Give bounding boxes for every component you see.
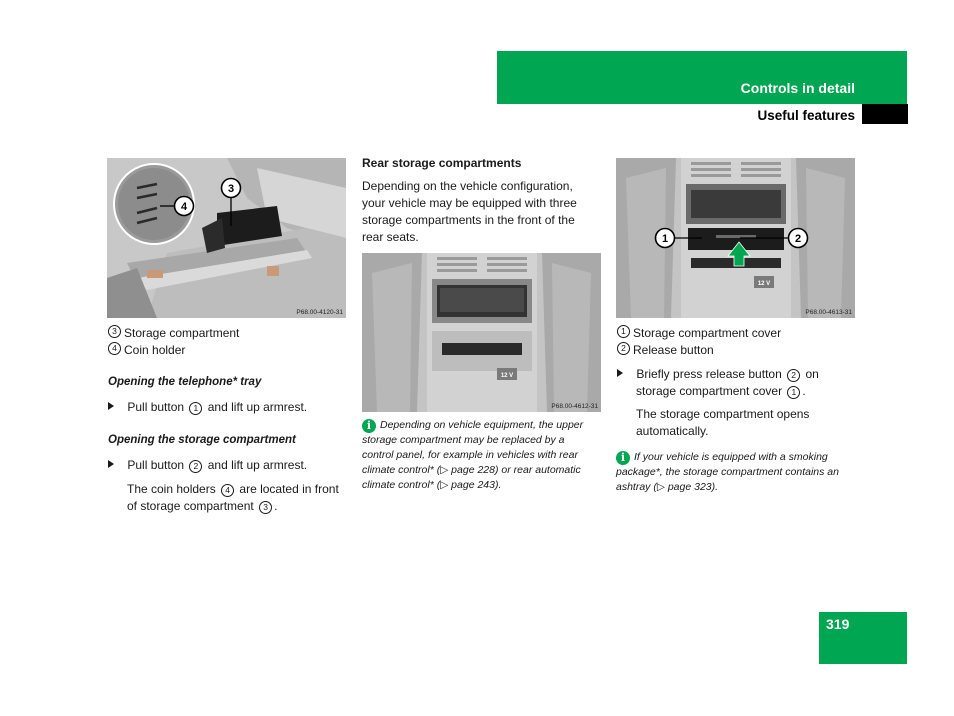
legend-num: 3 — [108, 325, 121, 338]
step-release-button: Briefly press release button 2 on storag… — [617, 366, 857, 400]
legend-text: Storage compartment cover — [633, 326, 782, 340]
legend-num: 2 — [617, 342, 630, 355]
step-storage-compartment: Pull button 2 and lift up armrest. — [108, 457, 348, 474]
figure-code: P68.00-4613-31 — [805, 309, 852, 316]
info-icon: i — [616, 451, 630, 465]
header-green-bar — [497, 51, 907, 104]
heading-telephone-tray: Opening the telephone* tray — [108, 376, 262, 388]
step-telephone-tray: Pull button 1 and lift up armrest. — [108, 399, 348, 416]
legend-list: 3 Storage compartment 4 Coin holder — [108, 325, 348, 359]
socket-label: 12 V — [501, 373, 513, 379]
bullet-triangle-icon — [617, 369, 623, 377]
callout-4-label: 4 — [181, 201, 188, 213]
legend-item: 2 Release button — [617, 342, 857, 359]
legend-num: 1 — [617, 325, 630, 338]
subsection-title: Useful features — [757, 108, 855, 123]
legend-text: Coin holder — [124, 343, 186, 357]
press-arrow-icon — [727, 241, 751, 267]
callout-3-label: 3 — [228, 183, 234, 195]
section-title: Controls in detail — [740, 80, 855, 96]
page-number-box — [819, 612, 907, 664]
result-text: The storage compartment opens automatica… — [636, 407, 810, 438]
bullet-triangle-icon — [108, 460, 114, 468]
header-black-tab — [862, 104, 908, 124]
heading-storage-compartment: Opening the storage compartment — [108, 434, 296, 446]
legend-num: 4 — [108, 342, 121, 355]
socket-label: 12 V — [758, 281, 770, 287]
callout-2-label: 2 — [795, 233, 801, 245]
legend-item: 3 Storage compartment — [108, 325, 348, 342]
figure-compartment-cover: 12 V 1 2 P68.00-4613-31 — [616, 158, 855, 318]
callout-1-label: 1 — [662, 233, 668, 245]
coin-holder-note: The coin holders 4 are located in front … — [127, 482, 339, 514]
figure-rear-compartments: 12 V P68.00-4612-31 — [362, 253, 601, 412]
figure-code: P68.00-4612-31 — [551, 403, 598, 410]
legend-item: 4 Coin holder — [108, 342, 348, 359]
legend-text: Release button — [633, 343, 714, 357]
figure-code: P68.00-4120-31 — [296, 309, 343, 316]
heading-rear-storage: Rear storage compartments — [362, 156, 522, 170]
figure-center-console: 4 3 P68.00-4120-31 — [107, 158, 346, 318]
info-icon: i — [362, 419, 376, 433]
page-number: 319 — [826, 616, 850, 632]
legend-text: Storage compartment — [124, 326, 240, 340]
legend-item: 1 Storage compartment cover — [617, 325, 857, 342]
legend-list: 1 Storage compartment cover 2 Release bu… — [617, 325, 857, 359]
rear-storage-paragraph: Depending on the vehicle configuration, … — [362, 179, 577, 244]
bullet-triangle-icon — [108, 402, 114, 410]
